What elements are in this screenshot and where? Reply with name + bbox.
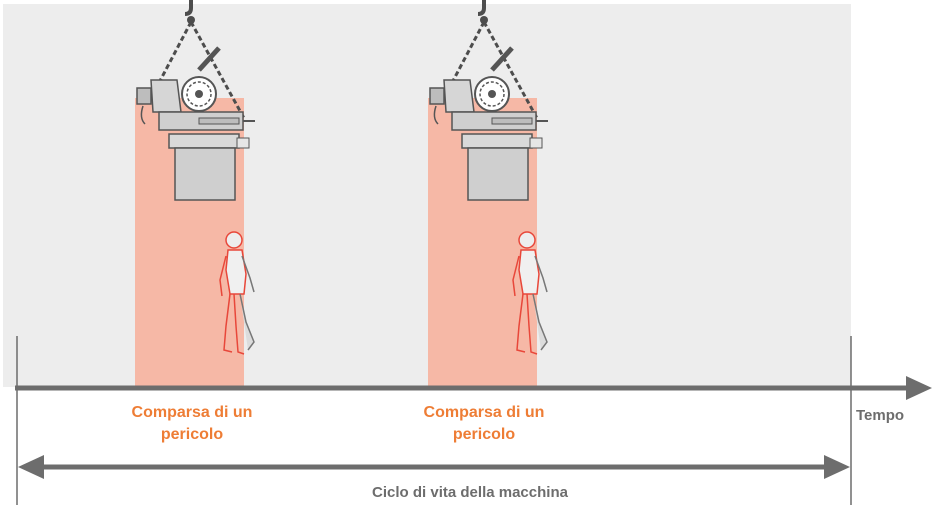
hazard-label-1: Comparsa di un pericolo: [92, 402, 292, 446]
hazard-event-2: [428, 0, 548, 387]
hazard-label-line2: pericolo: [452, 426, 516, 443]
time-axis-label: Tempo: [856, 407, 905, 424]
hazard-event-1: [135, 0, 255, 387]
lifecycle-double-arrow: [18, 455, 850, 479]
lifecycle-label: Ciclo di vita della macchina: [372, 484, 568, 501]
hazard-label-line1: Comparsa di un: [423, 404, 545, 421]
time-axis-arrow: [15, 376, 932, 400]
timeline-background-panel: [3, 4, 851, 387]
hazard-label-2: Comparsa di un pericolo: [384, 402, 584, 446]
hazard-label-line2: pericolo: [160, 426, 224, 443]
hazard-label-line1: Comparsa di un: [131, 404, 253, 421]
